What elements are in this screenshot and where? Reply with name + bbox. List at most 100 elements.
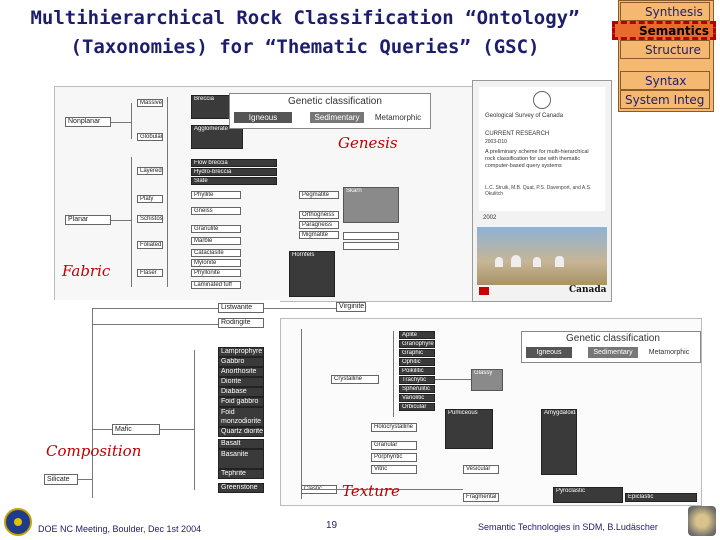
leaf-pumiceous: Pumiceous bbox=[445, 409, 493, 449]
item-diabase: Diabase bbox=[218, 387, 264, 397]
layer-synthesis: Synthesis bbox=[620, 2, 710, 21]
item-basanite: Basanite bbox=[218, 449, 264, 469]
right-hornfels: Hornfels bbox=[289, 251, 335, 297]
leaf-phyllonite: Phyllonite bbox=[191, 269, 241, 277]
item-gabbro: Gabbro bbox=[218, 357, 264, 367]
leaf-agglomerate: Agglomerate bbox=[191, 125, 243, 149]
right-pegmatite: Pegmatite bbox=[299, 191, 339, 199]
root-silicate: Silicate bbox=[44, 474, 78, 485]
mid-layered: Layered bbox=[137, 167, 163, 175]
label-genesis: Genesis bbox=[338, 134, 398, 152]
leaf-marble: Marble bbox=[191, 237, 241, 245]
item-foid-gabbro: Foid gabbro bbox=[218, 397, 264, 407]
layer-semantics: Semantics bbox=[612, 21, 716, 40]
leaf-orbicular: Orbicular bbox=[399, 403, 435, 411]
item-basalt: Basalt bbox=[218, 439, 264, 449]
item-lamprophyre: Lamprophyre bbox=[218, 347, 264, 357]
leaf-gneiss: Gneiss bbox=[191, 207, 241, 215]
layer-structure: Structure bbox=[620, 40, 710, 59]
right-orthogneiss: Orthogneiss bbox=[299, 211, 339, 219]
leaf-fragmental: Fragmental bbox=[463, 493, 499, 502]
canada-flag-icon bbox=[479, 287, 489, 295]
genetic-classification-box-1: Genetic classification Igneous Sedimenta… bbox=[229, 93, 431, 129]
gc-title-2: Genetic classification bbox=[566, 333, 660, 344]
leaf-variolitic: Variolitic bbox=[399, 394, 435, 402]
texture-tree-panel: Genetic classification Igneous Sedimenta… bbox=[280, 318, 702, 506]
leaf-glassy: Glassy bbox=[471, 369, 503, 391]
leaf-cataclasite: Cataclasite bbox=[191, 249, 241, 257]
report-cover: Geological Survey of Canada CURRENT RESE… bbox=[472, 80, 612, 302]
mid-holocrystalline: Holocrystalline bbox=[371, 423, 417, 432]
root-planar: Planar bbox=[65, 215, 111, 225]
cover-abstract: A preliminary scheme for multi-hierarchi… bbox=[485, 149, 589, 169]
leaf-graphic: Graphic bbox=[399, 349, 435, 357]
footer-page-number: 19 bbox=[326, 520, 338, 531]
leaf-pyroclastic: Pyroclastic bbox=[553, 487, 623, 503]
arctic-photo bbox=[477, 227, 607, 285]
gc-tab-igneous-2: Igneous bbox=[526, 347, 572, 358]
label-texture: Texture bbox=[342, 482, 400, 500]
leaf-vesicular: Vesicular bbox=[463, 465, 499, 474]
leaf-spherulitic: Spherulitic bbox=[399, 385, 435, 393]
right-extra-2 bbox=[343, 242, 399, 250]
item-tephrite: Tephrite bbox=[218, 469, 264, 479]
composition-tree: Silicate Mafic Listwanite Rodingite Lamp… bbox=[40, 300, 280, 500]
label-composition: Composition bbox=[46, 442, 142, 460]
cover-year: 2002 bbox=[483, 215, 497, 221]
item-foid-monzodiorite: Foid monzodiorite bbox=[218, 407, 264, 427]
mid-globular: Globular bbox=[137, 133, 163, 141]
leaf-hydro-breccia: Hydro-breccia bbox=[191, 168, 277, 176]
leaf-slate: Slate bbox=[191, 177, 277, 185]
gc-tab-igneous-1: Igneous bbox=[234, 112, 292, 123]
right-skarn: Skarn bbox=[343, 187, 399, 223]
leaf-laminated-tuff: Laminated tuff bbox=[191, 281, 241, 289]
gsc-seal-icon bbox=[533, 91, 551, 109]
item-listwanite: Listwanite bbox=[218, 303, 264, 313]
item-greenstone: Greenstone bbox=[218, 483, 264, 493]
item-quartz-diorite: Quartz diorite bbox=[218, 427, 264, 437]
leaf-trachytic: Trachytic bbox=[399, 376, 435, 384]
cover-authors: L.C. Struik, M.B. Quat, P.S. Davenport, … bbox=[485, 185, 592, 197]
layer-stack: Synthesis Semantics Structure Syntax Sys… bbox=[612, 0, 716, 112]
footer-credit: Semantic Technologies in SDM, B.Ludäsche… bbox=[478, 522, 658, 532]
item-rodingite: Rodingite bbox=[218, 318, 264, 328]
sdm-logo-icon bbox=[688, 506, 716, 536]
mid-granular: Granular bbox=[371, 441, 417, 450]
gc-tab-metamorphic-1: Metamorphic bbox=[370, 112, 426, 123]
mid-crystalline: Crystalline bbox=[331, 375, 379, 384]
cover-series: CURRENT RESEARCH bbox=[485, 131, 550, 137]
leaf-phyllite: Phyllite bbox=[191, 191, 241, 199]
footer-meeting: DOE NC Meeting, Boulder, Dec 1st 2004 bbox=[38, 524, 202, 534]
leaf-amygdaloidal: Amygdaloidal bbox=[541, 409, 577, 475]
mid-flaser: Flaser bbox=[137, 269, 163, 277]
leaf-mylonite: Mylonite bbox=[191, 259, 241, 267]
layer-system-integ: System Integ bbox=[620, 90, 710, 109]
cover-org: Geological Survey of Canada bbox=[485, 113, 564, 119]
mid-platy: Platy bbox=[137, 195, 163, 203]
layer-syntax: Syntax bbox=[620, 71, 710, 90]
item-diorite: Diorite bbox=[218, 377, 264, 387]
title-line-2: (Taxonomies) for “Thematic Queries” (GSC… bbox=[70, 36, 540, 58]
right-migmatite: Migmatite bbox=[299, 231, 339, 239]
leaf-granophyre: Granophyre bbox=[399, 340, 435, 348]
gc-tab-metamorphic-2: Metamorphic bbox=[642, 347, 696, 358]
right-extra-1 bbox=[343, 232, 399, 240]
leaf-epiclastic: Epiclastic bbox=[625, 493, 697, 502]
mid-massive: Massive bbox=[137, 99, 163, 107]
mid-vitric: Vitric bbox=[371, 465, 417, 474]
leaf-aplite: Aplite bbox=[399, 331, 435, 339]
doe-logo-icon bbox=[4, 508, 32, 536]
mid-foliated: Foliated bbox=[137, 241, 163, 249]
gc-tab-sedimentary-1: Sedimentary bbox=[310, 112, 364, 123]
label-fabric: Fabric bbox=[62, 262, 111, 280]
right-paragneiss: Paragneiss bbox=[299, 221, 339, 229]
leaf-flow-breccia: Flow breccia bbox=[191, 159, 277, 167]
item-anorthosite: Anorthosite bbox=[218, 367, 264, 377]
title-line-1: Multihierarchical Rock Classification “O… bbox=[30, 7, 580, 29]
leaf-granulite: Granulite bbox=[191, 225, 241, 233]
leaf-ophitic: Ophitic bbox=[399, 358, 435, 366]
genetic-classification-box-2: Genetic classification Igneous Sedimenta… bbox=[521, 331, 701, 363]
gc-title-1: Genetic classification bbox=[288, 96, 382, 107]
fabric-tree-panel: Nonplanar Planar Massive Globular Layere… bbox=[54, 86, 474, 302]
root-nonplanar: Nonplanar bbox=[65, 117, 111, 127]
